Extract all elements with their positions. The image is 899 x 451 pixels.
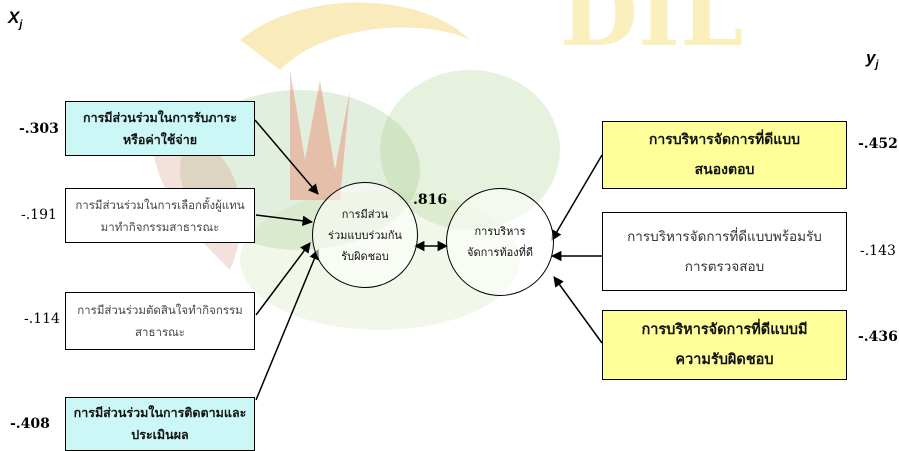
factor-box-monitoring: การมีส่วนร่วมในการติดตามและ ประเมินผล bbox=[65, 397, 255, 451]
correlation-value: .816 bbox=[413, 192, 448, 208]
construct-text: จัดการท้องที่ดี bbox=[467, 246, 533, 259]
factor-box-responsibility: การบริหารจัดการที่ดีแบบมี ความรับผิดชอบ bbox=[602, 310, 847, 380]
coef-burden: -.303 bbox=[19, 121, 59, 137]
construct-text: การมีส่วน bbox=[341, 207, 389, 221]
factor-text: การมีส่วนร่วมตัดสินใจทำกิจกรรม bbox=[77, 303, 243, 317]
coef-monitoring: -.408 bbox=[10, 416, 50, 432]
factor-text: การตรวจสอบ bbox=[684, 258, 765, 275]
factor-text: สาธารณะ bbox=[135, 325, 185, 339]
factor-text: การบริหารจัดการที่ดีแบบ bbox=[648, 132, 801, 148]
construct-text: ร่วมแบบร่วมกัน bbox=[328, 228, 402, 242]
factor-text: การบริหารจัดการที่ดีแบบพร้อมรับ bbox=[627, 228, 822, 245]
factor-text: ประเมินผล bbox=[131, 427, 189, 442]
axis-x-label: Xj bbox=[8, 8, 23, 31]
factor-text: สนองตอบ bbox=[694, 162, 755, 178]
factor-text: ความรับผิดชอบ bbox=[675, 352, 774, 368]
factor-box-accountable-audit: การบริหารจัดการที่ดีแบบพร้อมรับ การตรวจส… bbox=[602, 212, 847, 291]
coef-decision: -.114 bbox=[24, 311, 60, 327]
factor-text: การบริหารจัดการที่ดีแบบมี bbox=[641, 322, 808, 338]
axis-y-label: yj bbox=[866, 48, 879, 71]
factor-text: หรือค่าใช้จ่าย bbox=[122, 131, 198, 147]
construct-participation: การมีส่วน ร่วมแบบร่วมกัน รับผิดชอบ bbox=[312, 182, 418, 288]
coef-responsibility: -.436 bbox=[858, 329, 898, 345]
factor-box-burden: การมีส่วนร่วมในการรับภาระ หรือค่าใช้จ่าย bbox=[65, 101, 255, 156]
factor-text: การมีส่วนร่วมในการเลือกตั้งผู้แทน bbox=[75, 197, 245, 212]
factor-text: มาทำกิจกรรมสาธารณะ bbox=[100, 219, 220, 234]
coef-responsive: -.452 bbox=[858, 136, 898, 152]
coef-accountable-audit: -.143 bbox=[860, 243, 896, 259]
construct-text: รับผิดชอบ bbox=[341, 249, 389, 263]
factor-box-responsive: การบริหารจัดการที่ดีแบบ สนองตอบ bbox=[602, 121, 847, 189]
factor-box-election: การมีส่วนร่วมในการเลือกตั้งผู้แทน มาทำกิ… bbox=[65, 188, 255, 243]
factor-text: การมีส่วนร่วมในการรับภาระ bbox=[83, 109, 237, 125]
coef-election: -.191 bbox=[21, 207, 57, 223]
factor-box-decision: การมีส่วนร่วมตัดสินใจทำกิจกรรม สาธารณะ bbox=[65, 292, 255, 350]
construct-text: การบริหาร bbox=[474, 225, 526, 238]
construct-governance: การบริหาร จัดการท้องที่ดี bbox=[446, 188, 554, 296]
factor-text: การมีส่วนร่วมในการติดตามและ bbox=[73, 405, 247, 420]
